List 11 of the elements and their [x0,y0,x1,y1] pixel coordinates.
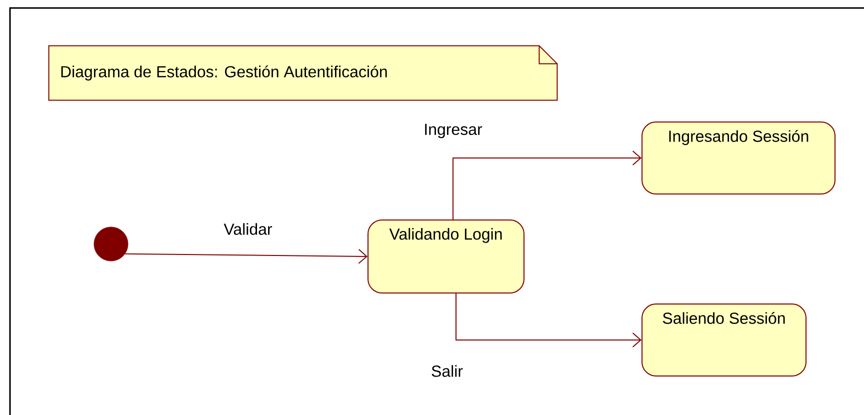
edge-label: Salir [430,364,464,378]
arrow [124,248,368,264]
state-box: Saliendo Sessión [642,304,806,376]
state-box: Ingresando Sessión [642,122,836,194]
initial-state [94,226,128,262]
note-box: Diagrama de Estados: Gestión Autentificación [48,45,558,101]
edge-label: Ingresar [422,122,484,140]
edge-label: Validar [222,222,274,236]
arrow [456,293,642,348]
arrow [452,150,642,220]
state-box: Validando Login [368,220,524,294]
